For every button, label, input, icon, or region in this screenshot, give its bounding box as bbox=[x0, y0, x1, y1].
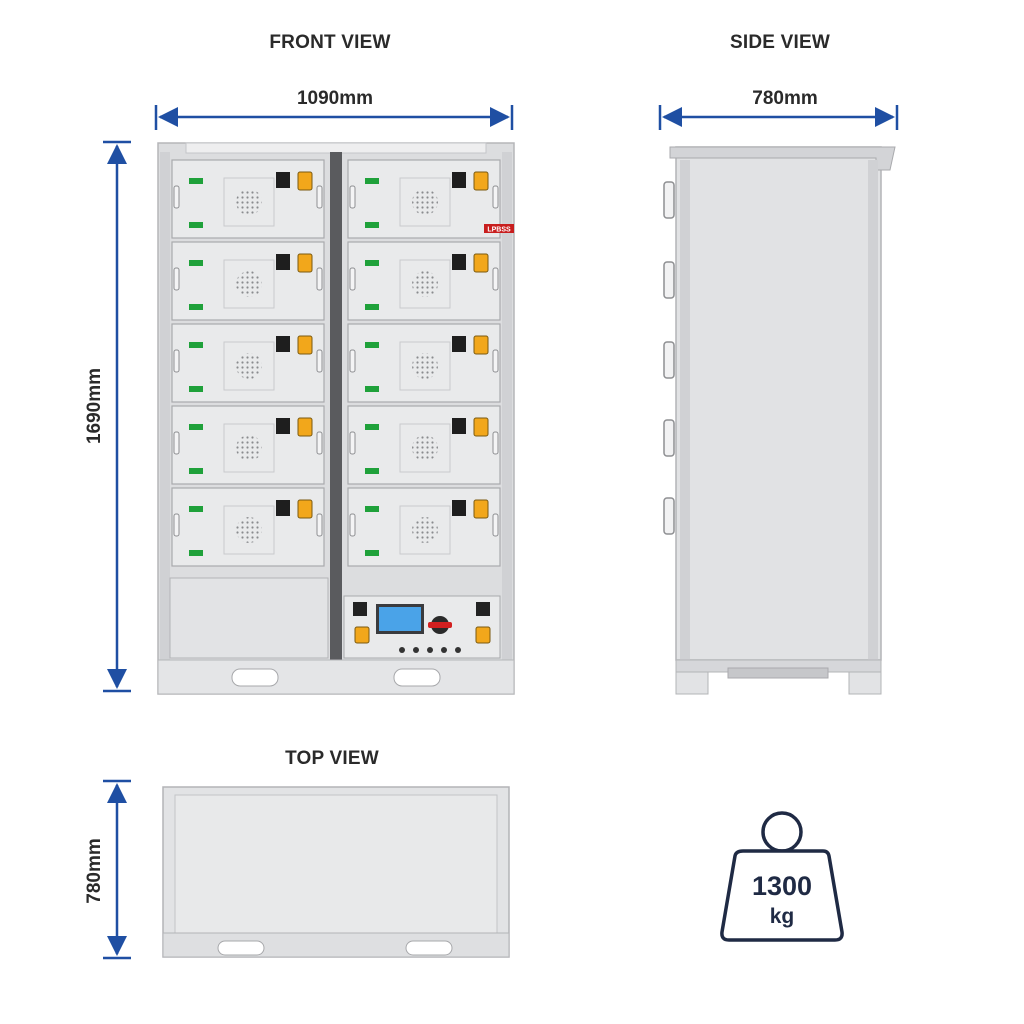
side-handles bbox=[663, 181, 675, 535]
front-view-title: FRONT VIEW bbox=[269, 32, 391, 53]
battery-module bbox=[171, 241, 325, 321]
battery-module bbox=[347, 405, 501, 485]
side-depth-label: 780mm bbox=[752, 88, 818, 109]
front-width-label: 1090mm bbox=[296, 88, 374, 109]
svg-text:LPBSS: LPBSS bbox=[487, 227, 511, 234]
battery-modules bbox=[171, 159, 501, 567]
side-handle bbox=[663, 181, 675, 219]
weight-value: 1300 bbox=[751, 871, 813, 901]
weight-icon bbox=[720, 811, 844, 942]
battery-module bbox=[347, 487, 501, 567]
brand-logo: LPBSS bbox=[484, 224, 514, 234]
side-handle bbox=[663, 261, 675, 299]
side-handle bbox=[663, 419, 675, 457]
side-view-title: SIDE VIEW bbox=[730, 32, 830, 53]
side-handle bbox=[663, 497, 675, 535]
battery-module bbox=[171, 487, 325, 567]
side-handle bbox=[663, 341, 675, 379]
side-depth-arrow bbox=[658, 105, 899, 130]
battery-module bbox=[171, 323, 325, 403]
battery-module bbox=[347, 323, 501, 403]
top-view-title: TOP VIEW bbox=[285, 748, 379, 769]
battery-module bbox=[171, 405, 325, 485]
top-depth-arrow bbox=[103, 779, 131, 960]
weight-unit: kg bbox=[769, 905, 795, 928]
main-switch bbox=[428, 622, 452, 628]
top-view-cabinet bbox=[162, 786, 510, 958]
control-panel bbox=[343, 595, 501, 659]
front-height-arrow bbox=[103, 140, 131, 693]
side-view-cabinet bbox=[669, 146, 896, 695]
battery-module bbox=[347, 159, 501, 239]
battery-module bbox=[171, 159, 325, 239]
front-width-arrow bbox=[154, 105, 514, 130]
battery-module bbox=[347, 241, 501, 321]
bms-display bbox=[379, 607, 421, 631]
